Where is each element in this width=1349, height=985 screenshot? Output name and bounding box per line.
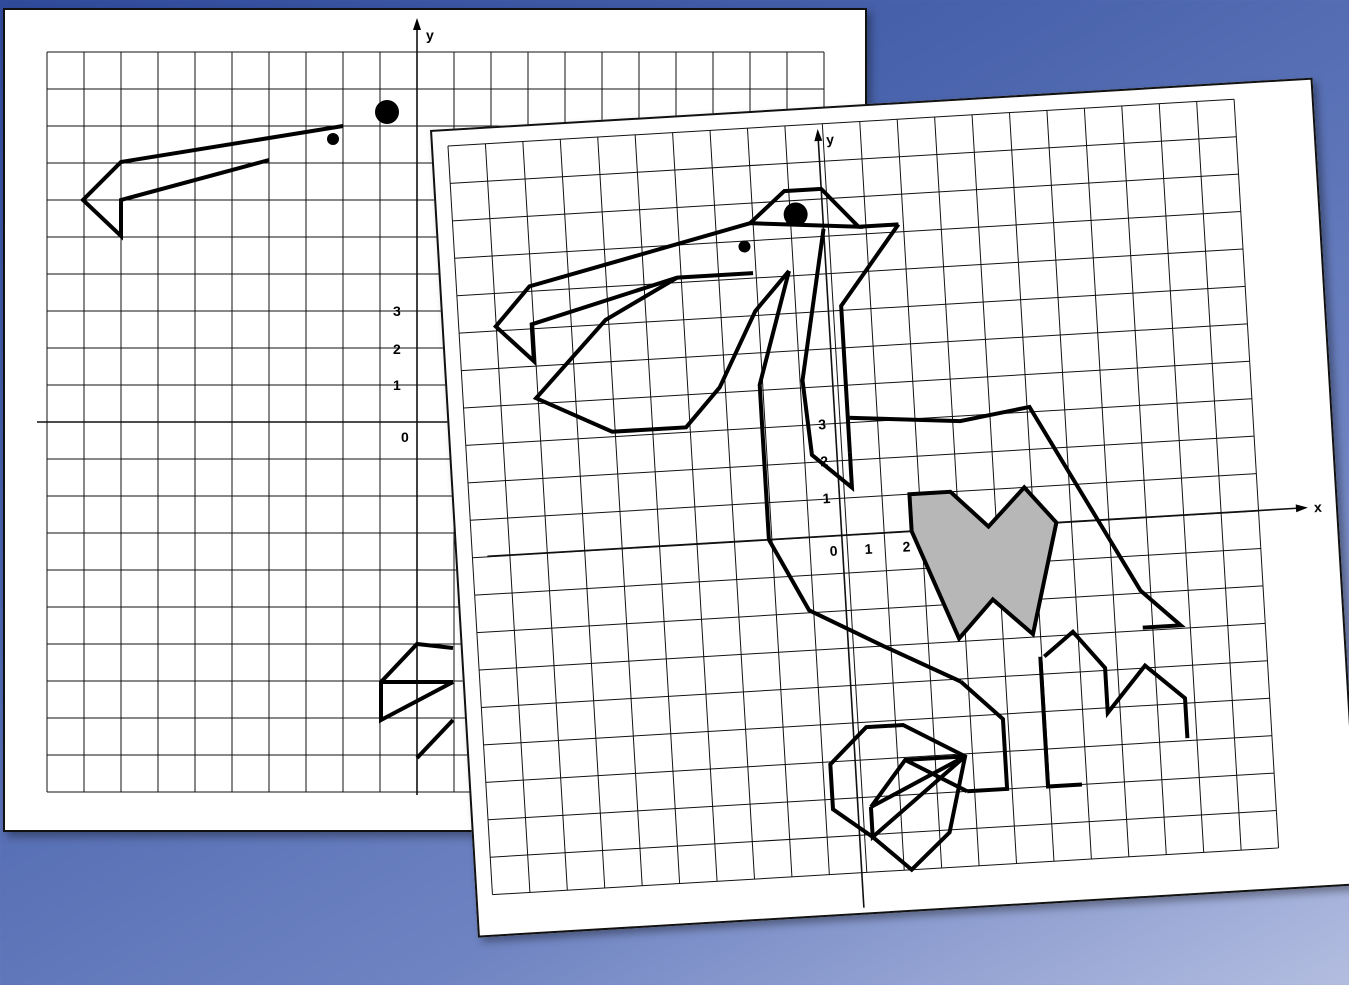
front-y-tick-label-3: 3 <box>818 416 827 432</box>
grid-line-horizontal <box>466 399 1252 446</box>
nostril-dot <box>738 240 751 253</box>
grid-line-horizontal <box>486 736 1272 783</box>
grid-line-horizontal <box>484 698 1270 745</box>
back-small-dot <box>327 133 339 145</box>
front-origin-label: 0 <box>829 543 838 559</box>
grid-line-horizontal <box>450 137 1236 184</box>
back-eye-dot <box>375 100 399 124</box>
right-foot-stem <box>1040 655 1082 787</box>
front-grid <box>448 99 1279 894</box>
tail-outline <box>961 679 1007 791</box>
grid-line-horizontal <box>470 474 1256 521</box>
back-beak-outline <box>83 126 343 236</box>
back-y-tick-label-2: 2 <box>393 341 401 357</box>
front-x-axis-arrow <box>1296 504 1308 513</box>
head-crest-line <box>858 224 898 226</box>
right-foot-outline <box>1043 625 1187 746</box>
back-origin-label: 0 <box>401 429 409 445</box>
grid-line-horizontal <box>490 811 1276 858</box>
back-y-axis-label: y <box>426 27 434 43</box>
front-graph-svg: x y 0 1 2 3 3 2 1 <box>432 80 1349 936</box>
front-y-axis-label: y <box>826 131 835 147</box>
neck-back-outline <box>753 262 961 692</box>
front-y-tick-label-1: 1 <box>822 490 831 506</box>
front-y-axis <box>818 137 864 908</box>
back-y-axis-arrow <box>413 18 421 30</box>
front-x-axis <box>487 508 1301 556</box>
grid-line-horizontal <box>464 361 1250 408</box>
back-y-tick-label-3: 3 <box>393 303 401 319</box>
front-graph-sheet: x y 0 1 2 3 3 2 1 <box>430 78 1349 938</box>
front-x-tick-label-1: 1 <box>864 541 873 557</box>
grid-line-horizontal <box>492 848 1278 895</box>
front-y-axis-arrow <box>814 129 823 141</box>
back-foot-line-2 <box>417 720 453 758</box>
beak-outline <box>491 223 758 363</box>
grid-line-horizontal <box>468 436 1254 483</box>
grid-line-horizontal <box>479 623 1265 670</box>
front-x-axis-label: x <box>1313 499 1322 515</box>
front-x-tick-label-2: 2 <box>902 538 911 554</box>
back-y-tick-label-1: 1 <box>393 377 401 393</box>
